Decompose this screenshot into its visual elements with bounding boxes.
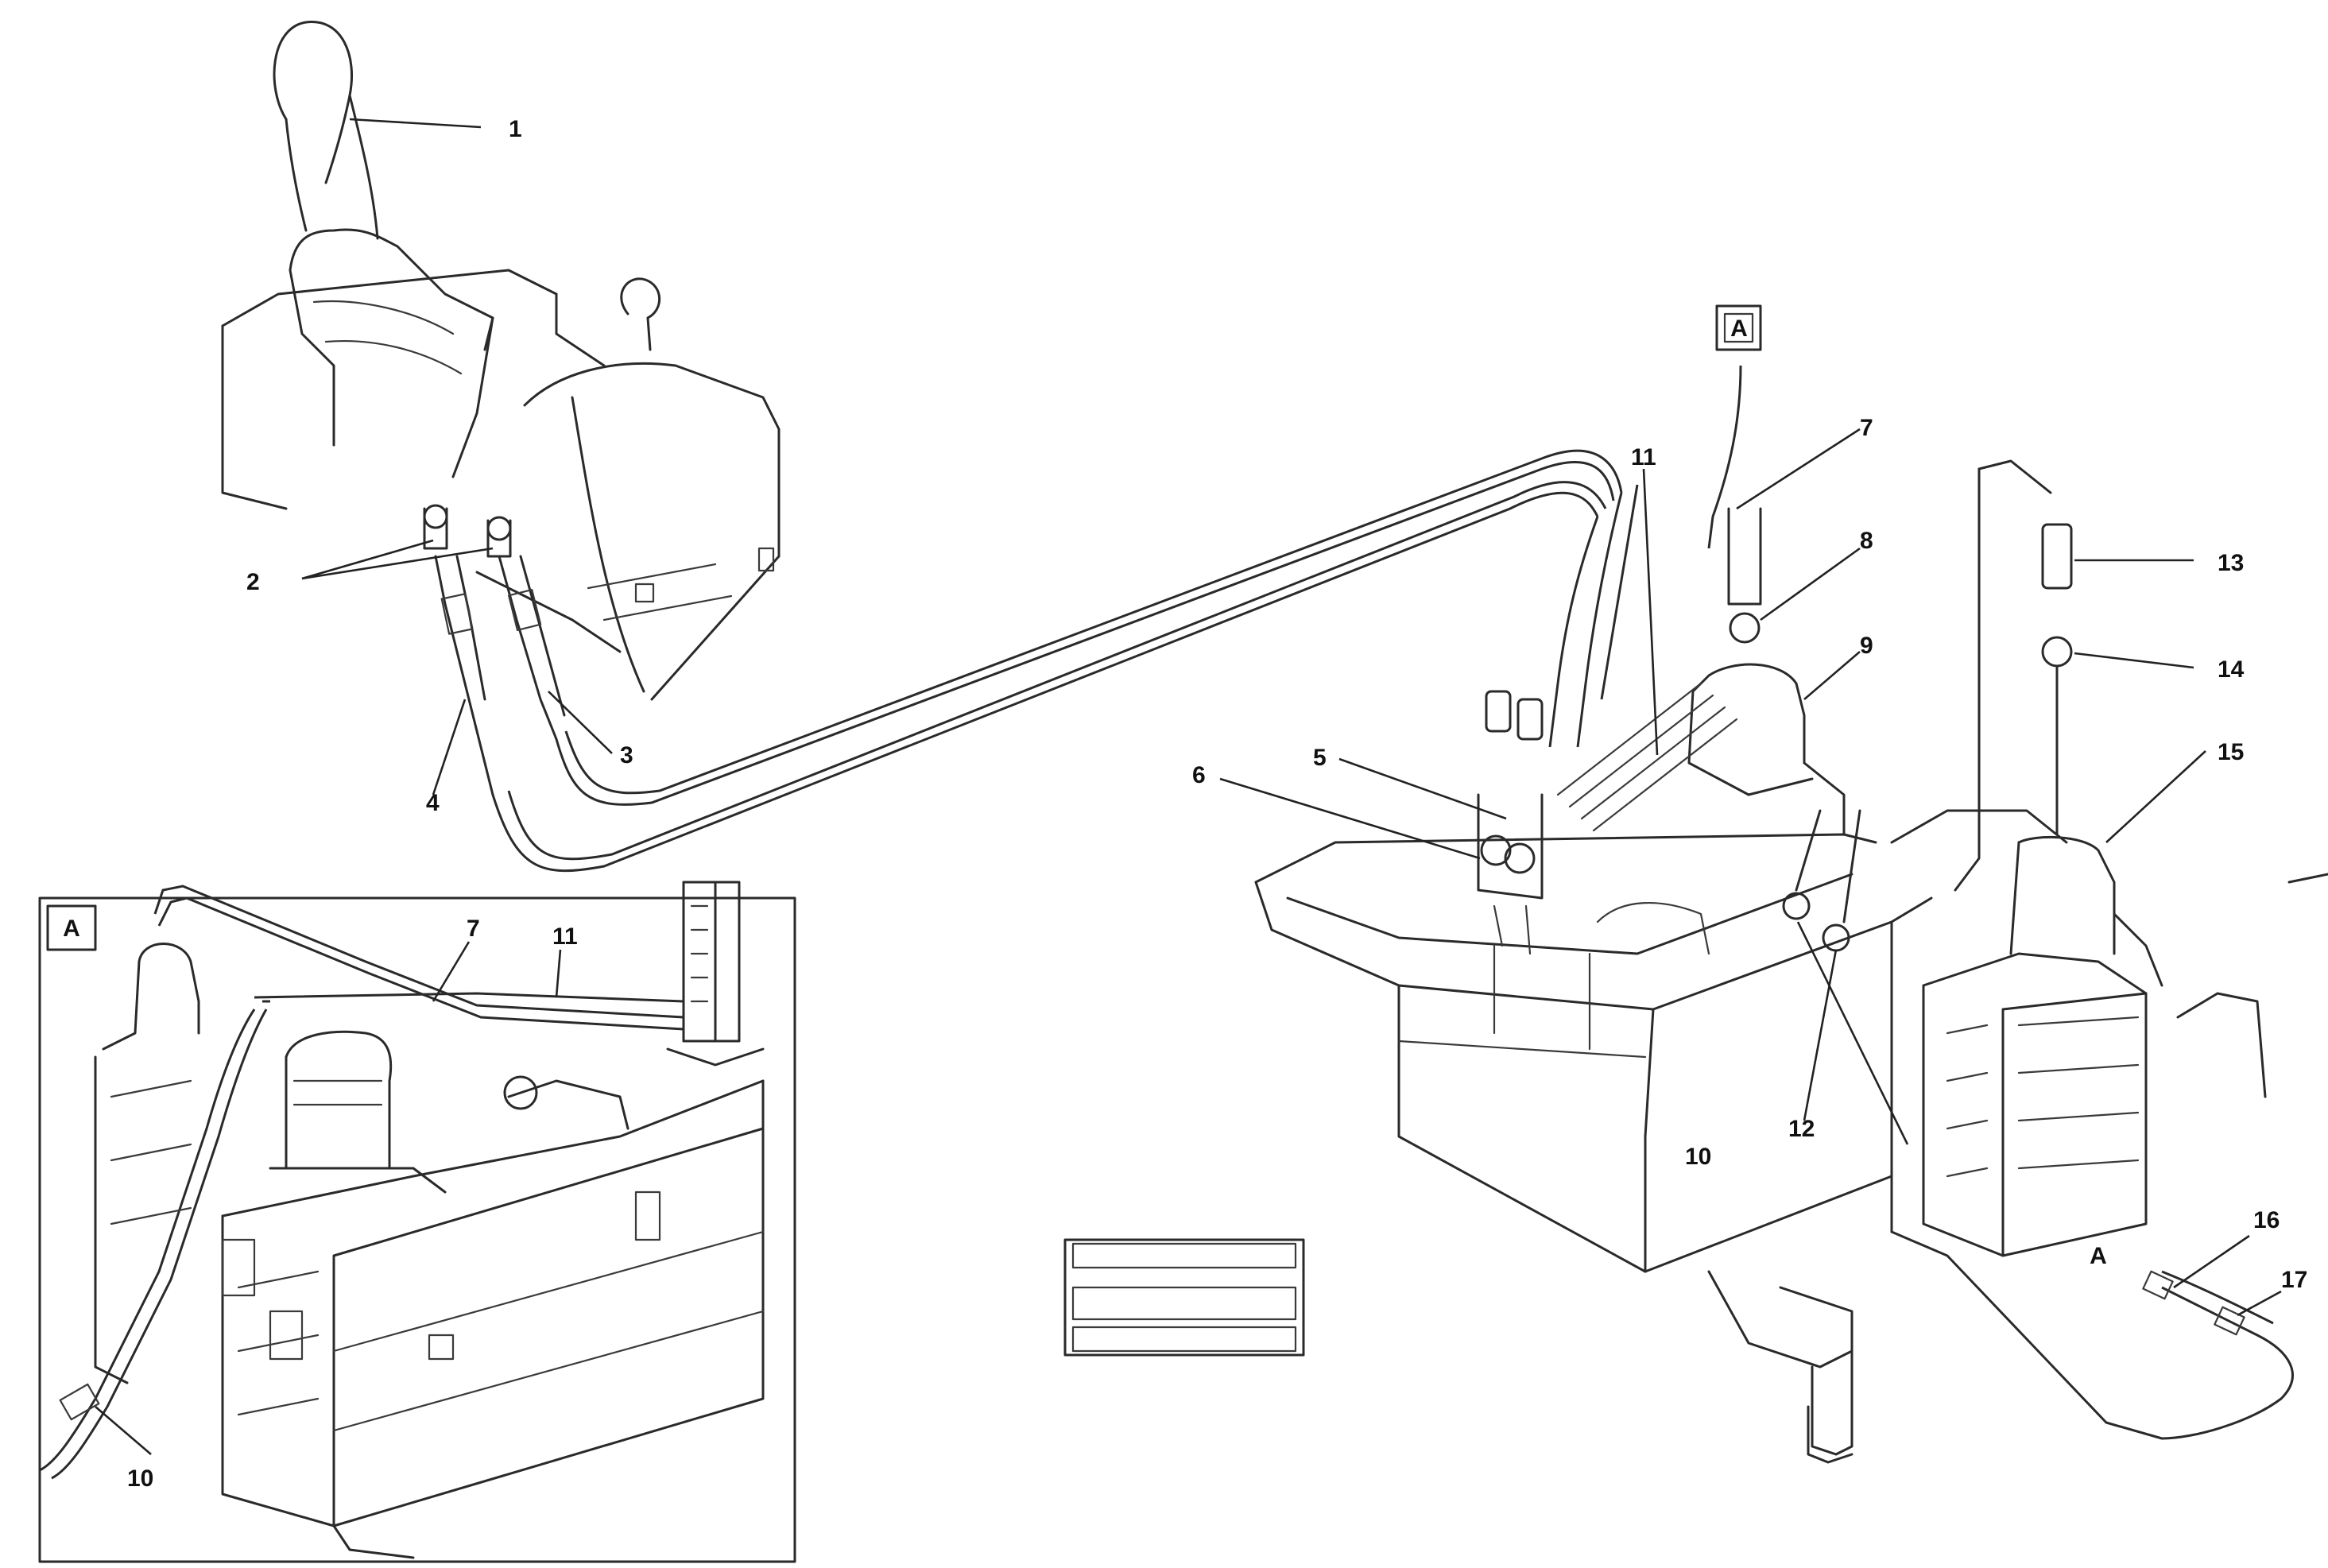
callout-11: 11 — [1631, 444, 1656, 470]
drawing-stamp — [1063, 1238, 1305, 1357]
callout-4: 4 — [426, 790, 440, 816]
callout-16: 16 — [2253, 1207, 2280, 1233]
callout-7: 7 — [1860, 415, 1873, 441]
callout-2: 2 — [246, 569, 260, 595]
inset-label-box — [46, 904, 97, 951]
callout-11-inset: 11 — [552, 923, 578, 950]
control-lever-assembly — [221, 21, 781, 796]
callout-10: 10 — [1685, 1144, 1711, 1170]
detail-a-inset — [38, 881, 796, 1563]
leader-lines — [95, 118, 2282, 1455]
callout-5: 5 — [1313, 745, 1327, 771]
inset-a-label: A — [63, 916, 80, 942]
detail-a-box — [1715, 304, 1762, 351]
inset-frame — [38, 896, 796, 1563]
stamp-frame — [1063, 1238, 1305, 1357]
secondary-valve-assembly — [1890, 459, 2328, 1440]
callout-12: 12 — [1788, 1116, 1815, 1142]
callout-8: 8 — [1860, 528, 1873, 554]
callout-9: 9 — [1860, 633, 1873, 659]
callout-17: 17 — [2281, 1267, 2307, 1293]
detail-a-label: A — [1730, 316, 1748, 342]
callout-15: 15 — [2218, 739, 2244, 765]
callout-6: 6 — [1192, 762, 1206, 788]
callout-numbers: 1 2 3 4 5 6 7 8 9 10 11 12 13 14 15 16 1… — [63, 116, 2307, 1492]
control-valve-assembly — [1254, 507, 1893, 1464]
hose-lines — [491, 365, 1742, 873]
callout-1: 1 — [509, 116, 522, 142]
callout-14: 14 — [2218, 656, 2245, 683]
callout-7-inset: 7 — [467, 916, 480, 942]
callout-13: 13 — [2218, 550, 2244, 576]
callout-3: 3 — [620, 742, 633, 769]
detail-a-reference — [1715, 304, 1762, 351]
valve-a-label: A — [2090, 1243, 2107, 1269]
callout-10-inset: 10 — [127, 1465, 153, 1492]
